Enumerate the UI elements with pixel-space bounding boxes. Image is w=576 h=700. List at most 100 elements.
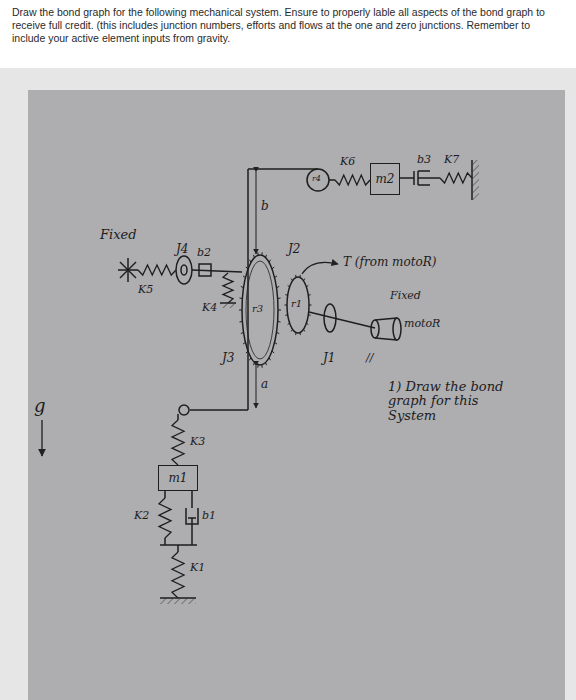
- spring-symbol: [335, 175, 370, 185]
- cable: [329, 179, 335, 181]
- lever-arm: [247, 169, 249, 410]
- gear-tooth: [306, 323, 308, 325]
- gear-tooth: [309, 305, 312, 306]
- part-label: b2: [197, 247, 211, 259]
- gear-tooth: [269, 260, 271, 263]
- gear-tooth: [241, 286, 244, 287]
- motor-end: [371, 320, 379, 338]
- gear-tooth: [291, 329, 292, 331]
- dimension-line: [256, 366, 257, 408]
- gear-tooth: [276, 332, 279, 333]
- gear-tooth: [295, 333, 296, 335]
- gear-tooth: [278, 321, 281, 323]
- part-label: 1) Draw the bond graph for this System: [388, 380, 516, 423]
- gear: [287, 277, 309, 333]
- gear-tooth: [288, 285, 290, 287]
- gear-tooth: [306, 285, 308, 287]
- part-label: a: [261, 378, 268, 391]
- gear-tooth: [308, 314, 310, 316]
- torque-arrow: [302, 262, 338, 274]
- part-label: J1: [323, 352, 335, 365]
- damper-symbol: [186, 508, 198, 545]
- gear-tooth: [299, 333, 300, 335]
- part-label: K6: [340, 156, 355, 168]
- gear-tooth: [276, 286, 279, 287]
- spring-symbol: [172, 552, 184, 598]
- gear-tooth: [246, 351, 248, 353]
- part-label: K3: [190, 436, 205, 448]
- gear-tooth: [285, 314, 287, 316]
- gear-tooth: [239, 321, 242, 323]
- part-label: r3: [252, 303, 263, 314]
- heading-text: Draw the bond graph for the following me…: [12, 6, 564, 45]
- part-label: b: [261, 200, 269, 213]
- pulley: [307, 169, 329, 191]
- gear-tooth: [278, 297, 281, 299]
- wall-hatch: [472, 160, 479, 200]
- gravity-arrow: [41, 420, 42, 456]
- gear-tooth: [275, 276, 277, 278]
- gear-tooth: [275, 342, 277, 344]
- gear-tooth: [253, 255, 255, 258]
- mass-box: m2: [370, 163, 400, 195]
- inertia-hub: [181, 265, 187, 275]
- gear-tooth: [246, 267, 248, 269]
- part-label: b1: [202, 510, 216, 522]
- gear-tooth: [250, 260, 252, 263]
- part-label: J4: [176, 243, 188, 256]
- gear-tooth: [308, 294, 310, 296]
- part-label: Fixed: [390, 290, 421, 302]
- part-label: K1: [190, 562, 205, 574]
- gear-tooth: [299, 275, 300, 277]
- cable: [248, 168, 318, 170]
- part-label: b3: [417, 154, 431, 166]
- gear-tooth: [285, 294, 287, 296]
- gear-tooth: [261, 365, 262, 368]
- gear-tooth: [304, 329, 305, 331]
- spring-symbol: [440, 173, 472, 183]
- gear-tooth: [272, 351, 274, 353]
- spring-symbol: [159, 498, 171, 538]
- paper-sheet: [28, 90, 565, 700]
- part-label: K4: [202, 302, 217, 314]
- part-label: motoR: [404, 318, 440, 330]
- spring-symbol: [223, 273, 233, 303]
- inertia-disk: [176, 256, 192, 284]
- gear-tooth: [288, 323, 290, 325]
- part-label: Fixed: [100, 228, 137, 242]
- gear-rim: [246, 261, 274, 359]
- gear-tooth: [265, 255, 267, 258]
- gear-tooth: [257, 365, 258, 368]
- gear-tooth: [253, 362, 255, 365]
- gear-tooth: [261, 252, 262, 255]
- part-label: r4: [312, 175, 321, 184]
- gear-tooth: [304, 279, 305, 281]
- part-label: g: [34, 396, 46, 416]
- spring-symbol: [172, 420, 184, 465]
- part-label: J2: [288, 243, 300, 256]
- gear-tooth: [239, 297, 242, 299]
- part-label: K5: [138, 284, 153, 296]
- cable: [190, 409, 248, 411]
- gear-tooth: [239, 310, 242, 311]
- gear-tooth: [278, 310, 281, 311]
- part-label: r1: [291, 298, 302, 309]
- part-label: K2: [134, 510, 149, 522]
- gear-tooth: [269, 358, 271, 361]
- mass-label: m1: [168, 471, 187, 485]
- joint: [179, 405, 189, 415]
- inertia-disk: [324, 304, 336, 332]
- gear-tooth: [291, 279, 292, 281]
- gear-tooth: [243, 342, 245, 344]
- gear-tooth: [265, 362, 267, 365]
- gear-tooth: [285, 305, 288, 306]
- shaft: [309, 312, 375, 328]
- gear-tooth: [295, 275, 296, 277]
- gear-tooth: [243, 276, 245, 278]
- part-label: J3: [222, 352, 234, 365]
- dimension-line: [256, 172, 257, 254]
- ground-hatch: [220, 303, 236, 308]
